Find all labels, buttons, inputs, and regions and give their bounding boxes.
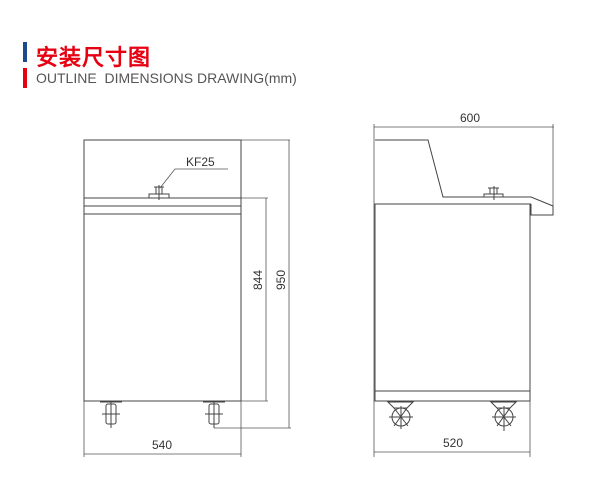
side-caster-left — [386, 401, 415, 429]
dim-600-label: 600 — [460, 111, 480, 125]
side-top-profile — [375, 139, 554, 216]
title-accent-red — [23, 68, 27, 88]
title-accent-blue — [23, 42, 27, 62]
dim-844-label: 844 — [251, 270, 265, 290]
side-view: 600 520 — [373, 111, 554, 457]
side-cabinet — [374, 203, 531, 402]
dim-520-label: 520 — [443, 436, 463, 450]
kf25-port — [148, 185, 170, 200]
side-caster-right — [489, 401, 518, 431]
front-cabinet — [83, 139, 242, 402]
front-caster-left — [100, 401, 122, 428]
front-view: KF25 844 950 540 — [83, 139, 291, 457]
page-title: 安装尺寸图 — [36, 45, 152, 70]
page-subtitle: OUTLINE DIMENSIONS DRAWING(mm) — [36, 70, 297, 86]
dim-540-label: 540 — [152, 438, 172, 452]
side-port — [483, 186, 504, 200]
kf25-leader-line — [159, 168, 228, 189]
kf25-label: KF25 — [186, 155, 215, 169]
front-caster-right — [203, 401, 225, 428]
dim-950-label: 950 — [274, 270, 288, 290]
